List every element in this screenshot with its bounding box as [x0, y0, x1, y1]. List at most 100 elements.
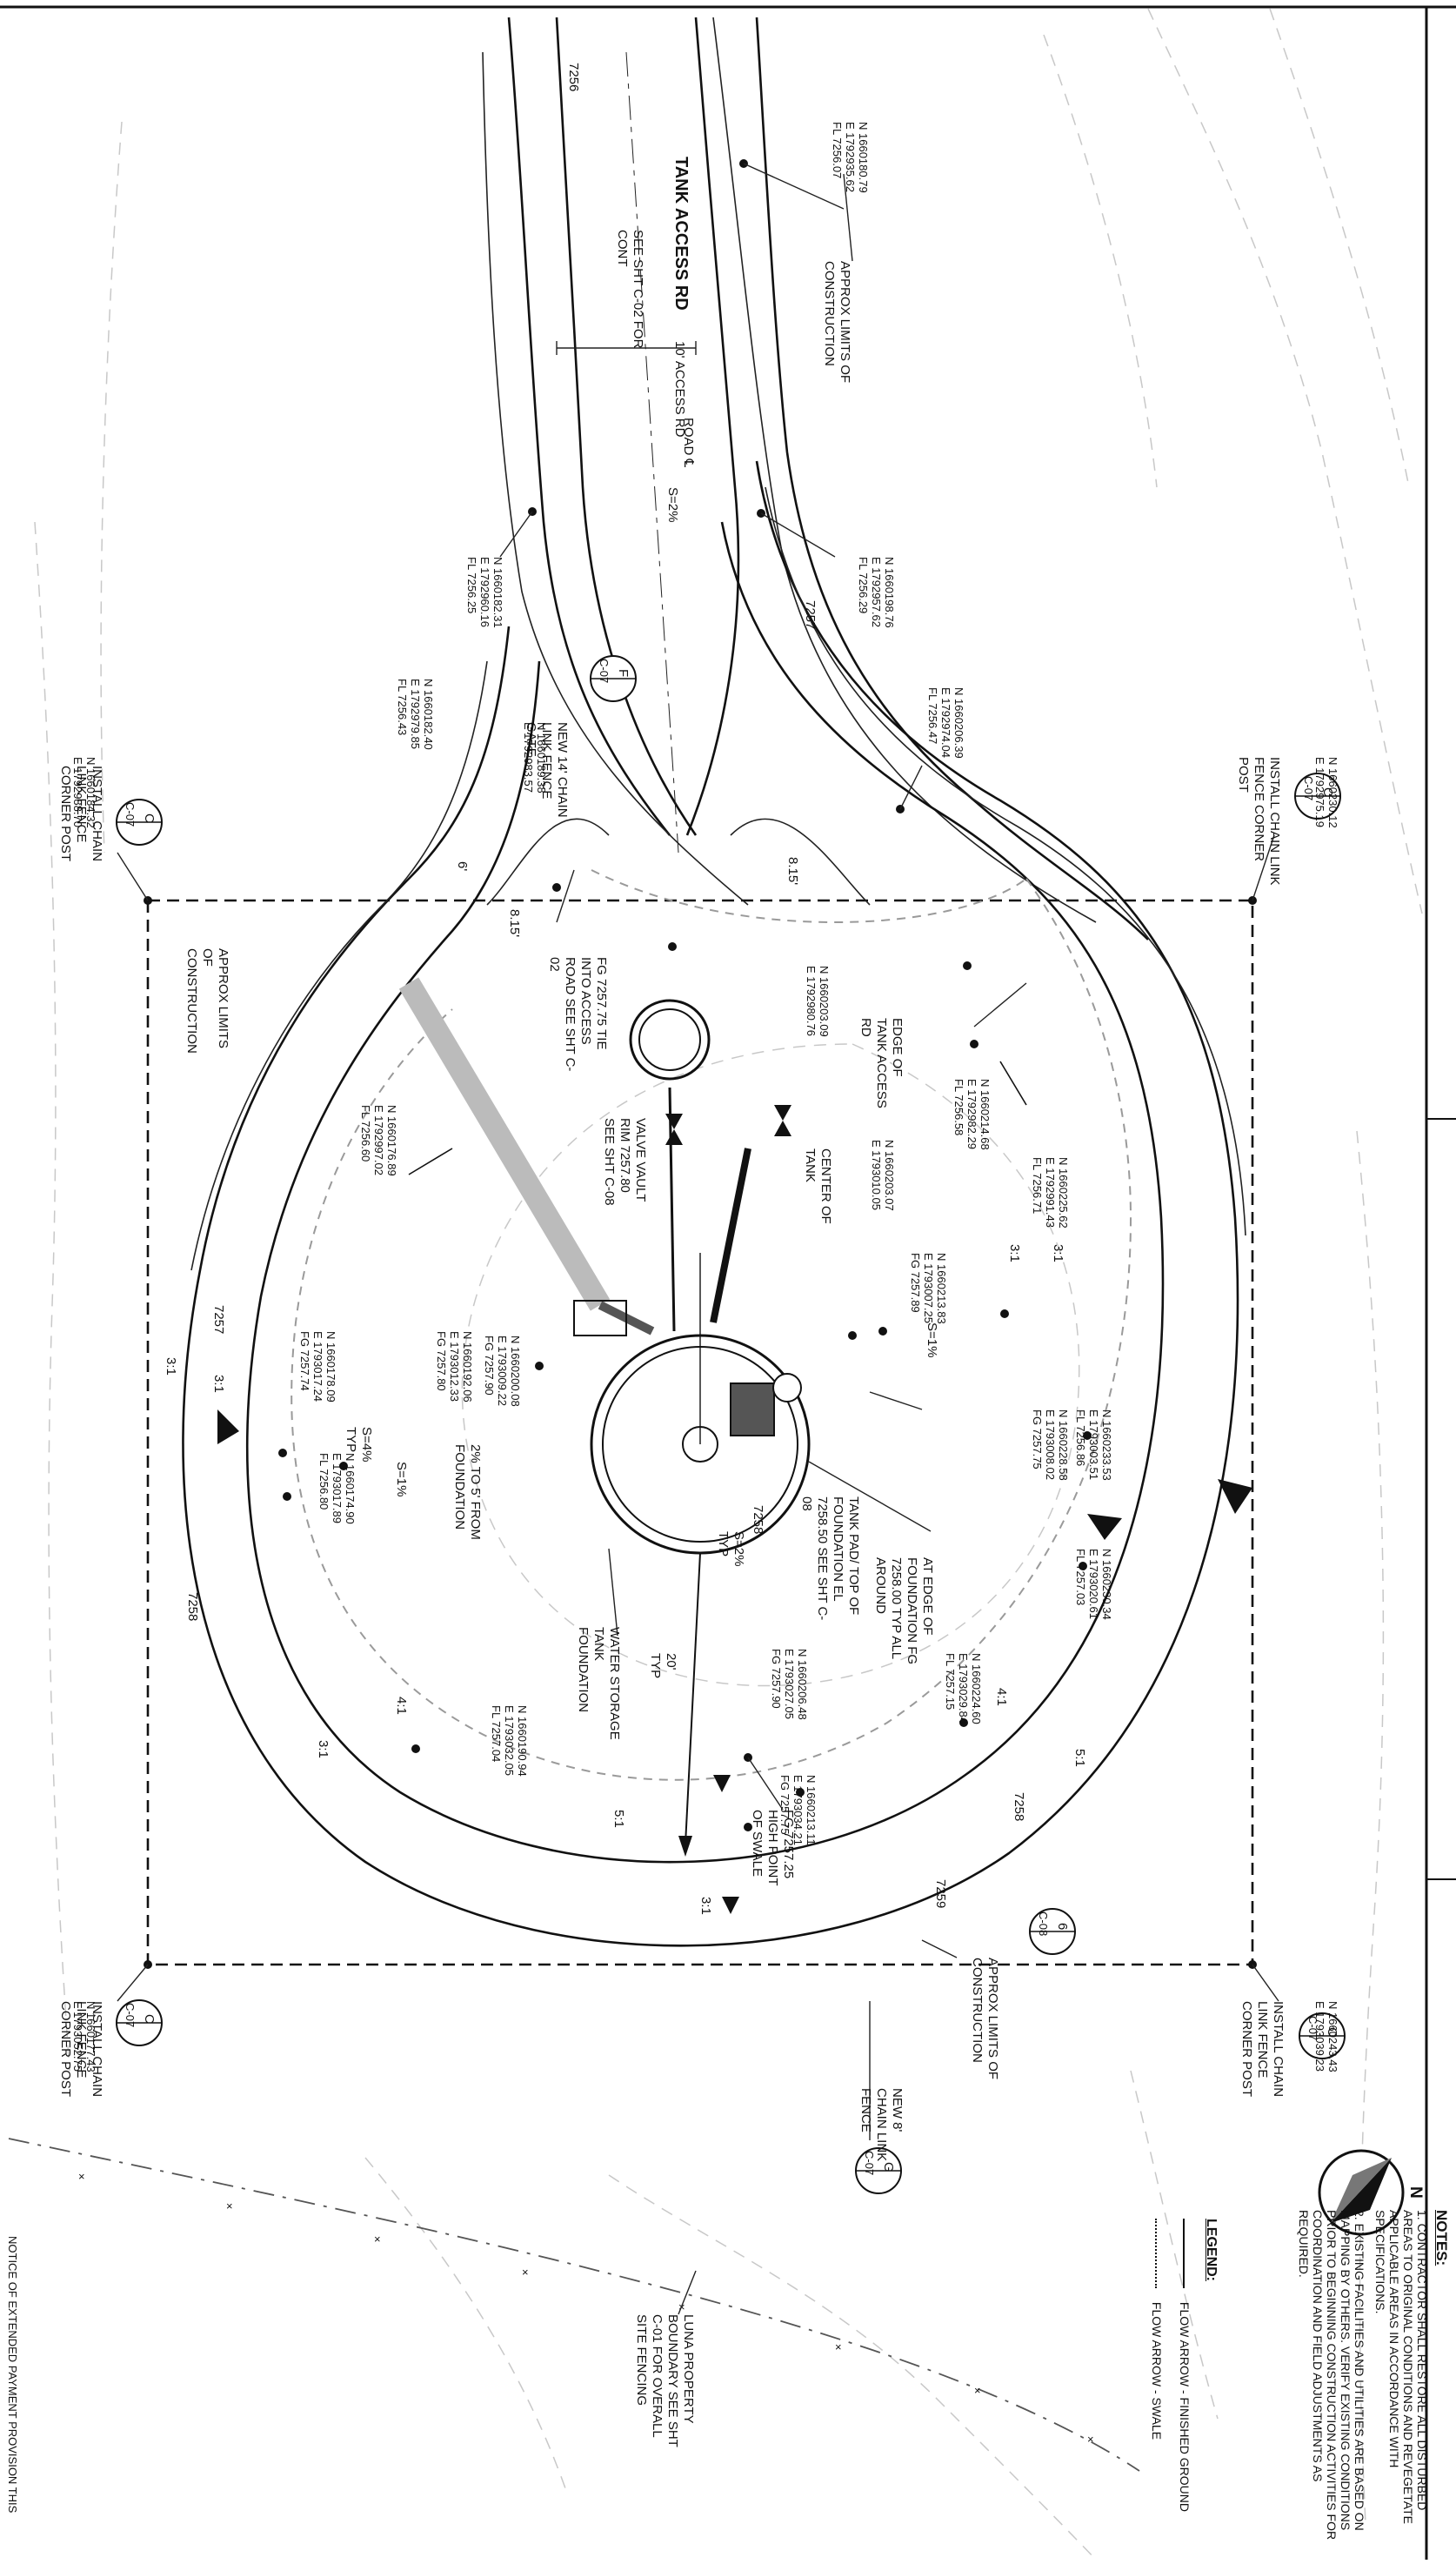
callout-corner-right: INSTALL CHAIN LINK FENCE CORNER POST: [1239, 2001, 1286, 2098]
bubble-letter: C: [142, 813, 157, 823]
flow-arrow-finished-icon: [1182, 2219, 1185, 2288]
detail-bubble-corner-bottom[interactable]: C C-07: [116, 1999, 163, 2046]
road-continuation: SEE SHT C-02 FOR CONT: [615, 230, 645, 349]
callout-corner-top: INSTALL CHAIN LINK FENCE CORNER POST: [1236, 757, 1282, 886]
detail-bubble-corner-top[interactable]: C C-07: [1294, 773, 1341, 820]
callout-limits-bottom: APPROX LIMITS OF CONSTRUCTION: [970, 1958, 1000, 2080]
road-centerline: ROAD ℄: [681, 418, 696, 468]
callout-new-fence: NEW 8' CHAIN LINK FENCE: [858, 2088, 905, 2162]
bubble-letter: G: [881, 2162, 896, 2172]
footer-note: NOTICE OF EXTENDED PAYMENT PROVISION THI…: [6, 2236, 19, 2514]
callout-dimension: 8.15': [507, 909, 522, 938]
legend-item: FLOW ARROW - FINISHED GROUND: [1178, 2301, 1192, 2513]
contour-label: 7259: [933, 1879, 948, 1909]
callout-ratio: 3:1: [698, 1897, 713, 1915]
detail-bubble-gate[interactable]: F C-07: [590, 655, 637, 702]
bubble-sheet: C-07: [598, 659, 611, 683]
svg-text:×: ×: [835, 2340, 842, 2353]
legend-block: LEGEND: FLOW ARROW - FINISHED GROUND FLO…: [1150, 2219, 1219, 2549]
bubble-sheet: C-08: [1037, 1911, 1050, 1936]
valve-vault: [398, 977, 791, 1336]
callout-edge-road: EDGE OF TANK ACCESS RD: [858, 1018, 905, 1108]
callout-slope: S=1%: [925, 1322, 939, 1358]
water-storage-tank: [590, 1253, 811, 1555]
note-item: 1. CONTRACTOR SHALL RESTORE ALL DISTURBE…: [1373, 2210, 1429, 2524]
property-boundary-line: ×× ×× ×× ××: [8, 2138, 1140, 2472]
callout-limits-top: APPROX LIMITS OF CONSTRUCTION: [822, 261, 852, 384]
callout-foundation-edge: AT EDGE OF FOUNDATION FG 7258.00 TYP ALL…: [873, 1557, 935, 1665]
notes-block: NOTES: 1. CONTRACTOR SHALL RESTORE ALL D…: [1297, 2210, 1450, 2549]
callout-ratio: 5:1: [611, 1810, 626, 1828]
flow-arrow-swale-icon: [1154, 2219, 1157, 2288]
callout-ratio: 3:1: [164, 1357, 178, 1376]
contour-label: 7258: [1012, 1792, 1026, 1822]
legend-heading: LEGEND:: [1204, 2219, 1219, 2281]
contour-label: 7258: [185, 1592, 200, 1622]
sheet-border: [0, 5, 1456, 2560]
bubble-letter: C: [1325, 2027, 1339, 2037]
contour-label: 7256: [566, 63, 581, 92]
svg-text:×: ×: [974, 2384, 981, 2397]
callout-dimension: 8.15': [785, 857, 800, 886]
svg-text:×: ×: [1087, 2433, 1094, 2446]
callout-ratio: 3:1: [1007, 1244, 1022, 1262]
contour-label: 7258: [751, 1505, 765, 1535]
callout-limits-left: APPROX LIMITS OF CONSTRUCTION: [184, 948, 230, 1054]
callout-ratio: 3:1: [1051, 1244, 1065, 1262]
detail-bubble-corner-right[interactable]: C C-07: [1299, 2012, 1346, 2059]
proposed-contours: [182, 460, 1246, 1947]
bubble-sheet: C-07: [863, 2151, 876, 2175]
north-letter: N: [1406, 2186, 1425, 2199]
bubble-letter: C: [1320, 787, 1335, 797]
svg-text:×: ×: [522, 2266, 529, 2279]
road-dimension: [556, 341, 697, 355]
detail-bubble-swale[interactable]: 6 C-08: [1029, 1908, 1076, 1955]
callout-slope-2pct: 2% TO 5' FROM FOUNDATION: [452, 1444, 483, 1540]
notes-heading: NOTES:: [1433, 2210, 1450, 2266]
callout-ratio: 4:1: [394, 1697, 409, 1715]
callout-center-tank: CENTER OF TANK: [803, 1148, 833, 1224]
tank-access-road: [482, 17, 1149, 941]
bubble-sheet: C-07: [1302, 776, 1315, 800]
bubble-letter: C: [142, 2014, 157, 2024]
callout-valve-vault: VALVE VAULT RIM 7257.80 SEE SHT C-08: [602, 1118, 648, 1206]
legend-item: FLOW ARROW - SWALE: [1150, 2301, 1164, 2440]
north-arrow-icon: N: [1318, 2149, 1425, 2236]
svg-text:×: ×: [226, 2199, 233, 2213]
bubble-sheet: C-07: [124, 802, 137, 827]
existing-contours: [34, 8, 1423, 2561]
flow-arrows: [217, 1061, 1252, 1914]
callout-property-boundary: LUNA PROPERTY BOUNDARY SEE SHT C-01 FOR …: [634, 2314, 696, 2447]
detail-bubble-fence[interactable]: G C-07: [855, 2147, 902, 2194]
callout-20-typ: 20' TYP: [648, 1653, 678, 1679]
callout-slope: S=1%: [394, 1462, 409, 1497]
svg-text:×: ×: [374, 2233, 381, 2246]
callout-ratio: 3:1: [316, 1740, 331, 1758]
callout-water-storage: WATER STORAGE TANK FOUNDATION: [576, 1627, 622, 1740]
detail-bubble-corner-left[interactable]: C C-07: [116, 799, 163, 846]
callout-s2-typ: S=2% TYP: [716, 1531, 746, 1567]
callout-ratio: 3:1: [211, 1375, 226, 1393]
